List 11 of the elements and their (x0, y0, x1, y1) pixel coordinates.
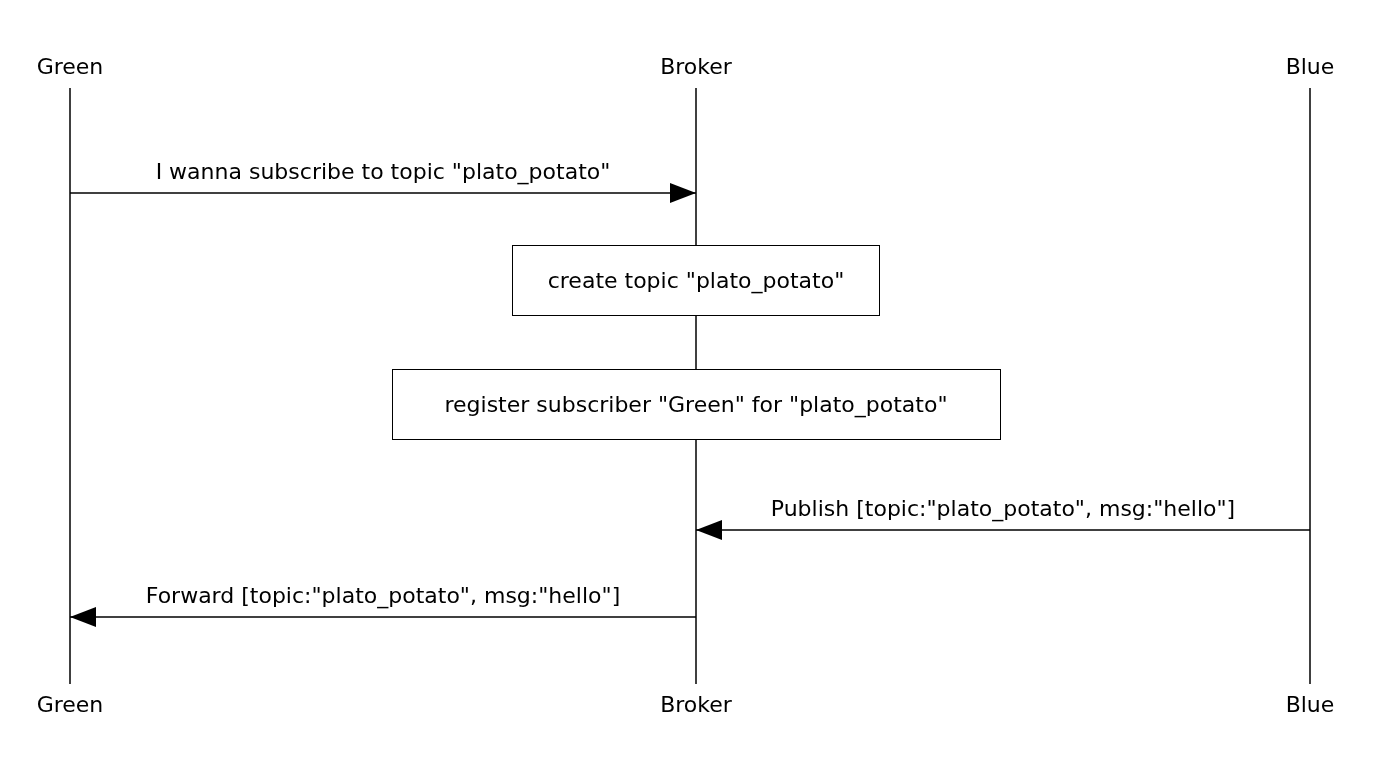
participant-label: Blue (1285, 691, 1335, 719)
process-box: register subscriber "Green" for "plato_potato" (391, 368, 1001, 440)
participant-label: Blue (1285, 53, 1335, 81)
participant-label: Green (36, 53, 104, 81)
participant-label: Broker (660, 53, 732, 81)
message-arrow (69, 183, 697, 203)
participant-label: Green (36, 691, 104, 719)
process-box: create topic "plato_potato" (512, 244, 880, 316)
message-arrow (69, 607, 697, 627)
message-arrow (695, 520, 1311, 540)
participant-label: Broker (660, 691, 732, 719)
